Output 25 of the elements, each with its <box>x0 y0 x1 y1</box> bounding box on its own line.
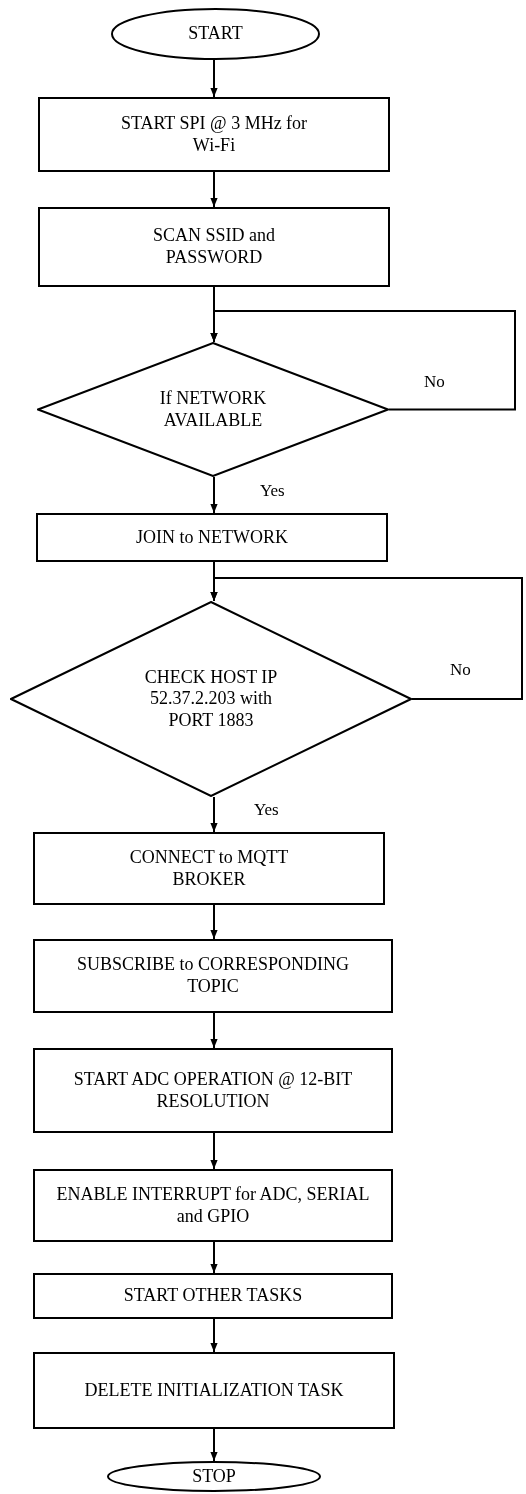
process-box: START SPI @ 3 MHz for Wi-Fi <box>38 97 390 172</box>
terminal-oval: STOP <box>107 1461 321 1492</box>
process-box: SCAN SSID and PASSWORD <box>38 207 390 287</box>
terminal-oval: START <box>111 8 320 60</box>
arrow <box>210 1132 218 1170</box>
arrow <box>210 577 523 700</box>
arrow <box>210 1428 218 1462</box>
process-box: CONNECT to MQTT BROKER <box>33 832 385 905</box>
arrow <box>210 476 218 514</box>
arrow <box>210 904 218 940</box>
decision-diamond: If NETWORK AVAILABLE <box>37 342 389 477</box>
process-box: START OTHER TASKS <box>33 1273 393 1319</box>
arrow <box>210 1318 218 1353</box>
process-box: DELETE INITIALIZATION TASK <box>33 1352 395 1429</box>
arrow <box>210 171 218 208</box>
arrow <box>210 1012 218 1049</box>
process-box: START ADC OPERATION @ 12-BIT RESOLUTION <box>33 1048 393 1133</box>
process-box: JOIN to NETWORK <box>36 513 388 562</box>
arrow <box>210 59 218 98</box>
process-box: ENABLE INTERRUPT for ADC, SERIAL and GPIO <box>33 1169 393 1242</box>
arrow <box>210 1241 218 1274</box>
process-box: SUBSCRIBE to CORRESPONDING TOPIC <box>33 939 393 1013</box>
arrow <box>210 796 218 833</box>
decision-diamond: CHECK HOST IP 52.37.2.203 with PORT 1883 <box>10 601 412 797</box>
arrow <box>210 310 516 411</box>
